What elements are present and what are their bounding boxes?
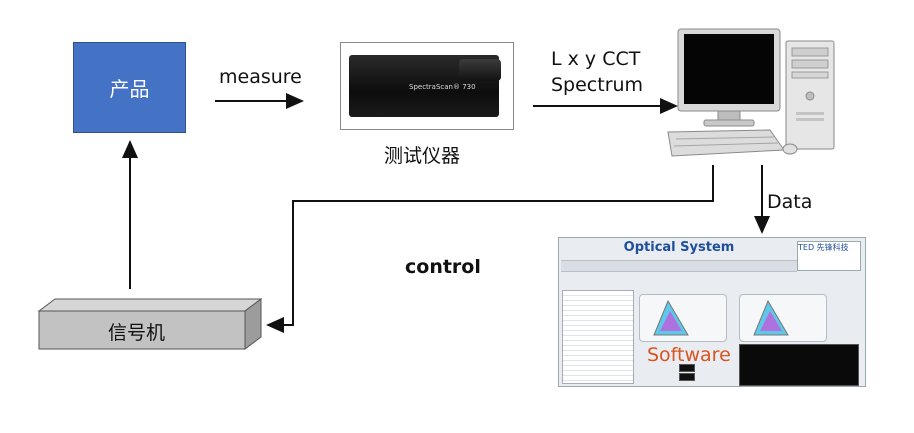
software-label: Software: [647, 344, 731, 366]
software-cie-panel-2: [739, 294, 827, 342]
cie-diagram-2: [753, 299, 789, 336]
software-meter-2: [679, 373, 695, 381]
instrument-lens: [459, 59, 501, 81]
instrument-label: 测试仪器: [384, 145, 461, 167]
instrument-body: SpectraScan® 730: [349, 55, 501, 117]
computer-node: [667, 28, 835, 157]
control-arrow: [266, 165, 714, 333]
software-cie-panel-1: [639, 294, 727, 342]
cie-diagram-1: [653, 299, 689, 336]
instrument-brand-label: SpectraScan® 730: [409, 83, 476, 91]
software-spectrum-graph: [739, 344, 859, 386]
data-edge-label: Data: [767, 191, 813, 213]
software-logo-text: TED 先锋科技: [798, 243, 849, 252]
software-meter-1: [679, 364, 695, 372]
product-node: 产品: [73, 42, 186, 133]
output-label-line1: L x y CCT: [551, 48, 641, 70]
signal-generator-shape: [37, 298, 263, 350]
software-data-table: [562, 290, 634, 384]
measure-edge-label: measure: [219, 66, 302, 88]
control-edge-label: control: [405, 256, 481, 278]
software-window-title: Optical System: [623, 240, 735, 255]
software-node: Optical System TED 先锋科技 Software: [558, 237, 866, 387]
instrument-node: SpectraScan® 730: [340, 42, 514, 130]
software-logo: TED 先锋科技: [797, 241, 861, 271]
output-label-line2: Spectrum: [551, 74, 644, 96]
software-toolbar: [561, 260, 797, 272]
product-label: 产品: [109, 77, 150, 101]
signal-generator-label: 信号机: [108, 322, 166, 344]
